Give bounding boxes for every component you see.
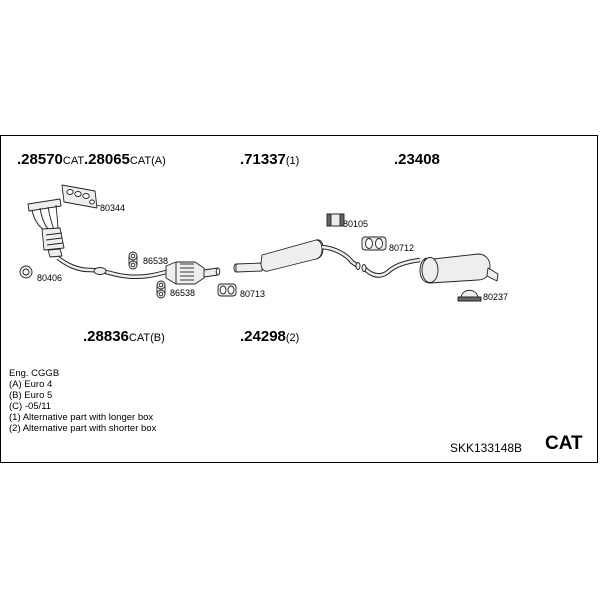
label-80713: 80713 — [240, 289, 266, 299]
label-80237: 80237 — [483, 292, 509, 302]
label-86538-upper: 86538 — [143, 256, 169, 266]
rear-silencer-23408[interactable] — [361, 253, 499, 284]
legend-engine: Eng. CGGB — [9, 368, 60, 379]
legend-c: (C) -05/11 — [9, 401, 52, 412]
kit-code: SKK133148B — [450, 441, 523, 455]
clamp-86538-upper[interactable] — [128, 251, 138, 270]
mount-80712[interactable] — [361, 236, 387, 251]
label-86538-lower: 86538 — [170, 288, 196, 298]
gasket-80713[interactable] — [217, 283, 237, 297]
manifold-gasket-80344[interactable] — [61, 184, 101, 209]
part-28065[interactable]: .28065CAT(A) — [84, 151, 166, 168]
label-80105: 80105 — [343, 219, 369, 229]
hanger-80237[interactable] — [457, 289, 482, 302]
diagram-frame — [0, 135, 598, 463]
hanger-80105[interactable] — [326, 213, 345, 227]
legend-a: (A) Euro 4 — [9, 379, 53, 390]
part-24298[interactable]: .24298(2) — [240, 328, 300, 345]
label-80344: 80344 — [100, 203, 126, 213]
part-23408[interactable]: .23408 — [394, 151, 440, 168]
exhaust-manifold-catalyst[interactable] — [27, 198, 65, 258]
middle-silencer-71337[interactable] — [233, 239, 361, 273]
clamp-86538-lower[interactable] — [156, 280, 166, 299]
legend-b: (B) Euro 5 — [9, 390, 53, 401]
legend-2: (2) Alternative part with shorter box — [9, 423, 157, 434]
part-71337[interactable]: .71337(1) — [240, 151, 300, 168]
label-80712: 80712 — [389, 243, 415, 253]
gasket-80406[interactable] — [19, 265, 33, 279]
part-28570[interactable]: .28570CAT — [17, 151, 85, 168]
front-pipe-28836[interactable] — [56, 256, 167, 280]
cat-badge: CAT — [545, 433, 583, 454]
label-80406: 80406 — [37, 273, 63, 283]
catalytic-converter[interactable] — [165, 261, 221, 285]
part-28836[interactable]: .28836CAT(B) — [83, 328, 165, 345]
legend-1: (1) Alternative part with longer box — [9, 412, 154, 423]
legend: Eng. CGGB (A) Euro 4 (B) Euro 5 (C) -05/… — [9, 368, 156, 434]
